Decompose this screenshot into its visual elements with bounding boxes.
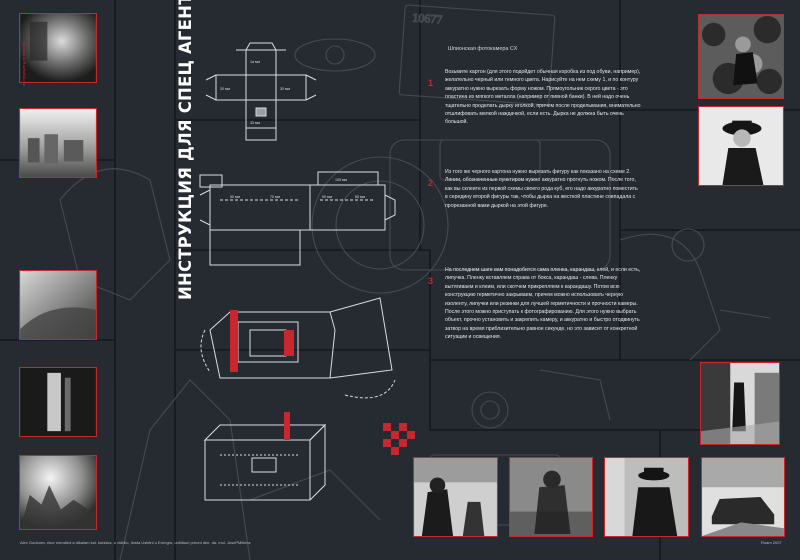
step-3-number: 3 [428,276,434,286]
photo-figure-doorway [700,362,780,445]
poster-title: ИНСТРУКЦИЯ ДЛЯ СПЕЦ АГЕНТОВ [176,0,195,300]
step-2-text: Из того же черного картона нужно вырезат… [445,169,638,209]
year-footer: Roam 2007 [761,540,782,545]
photo-agents-outdoors [413,457,498,537]
photo-blurred-rooftops [19,455,97,530]
photo-agent-on-train [604,457,689,537]
photo-agent-in-hat [698,106,784,186]
step-1-text: Возьмите картон (для этого подойдет обыч… [445,69,641,126]
photo-blurred-portrait [19,13,97,83]
step-2-number: 2 [428,178,434,188]
photo-blurred-street [19,270,97,340]
side-label: инструкция для агентов [21,41,26,86]
step-3-text: На последнем шаге вам понадобится сама п… [445,267,641,341]
svg-text:10677: 10677 [412,10,443,26]
step-1-number: 1 [428,78,434,88]
photo-car-parking [701,457,785,537]
photo-blurred-buildings [19,108,97,178]
section-caption: Шпионская фотокамера СX [448,46,518,52]
photo-agent-in-bushes [698,14,784,99]
photo-blurred-corridor [19,367,97,437]
photo-agent-motion-blur [509,457,593,537]
credits-footer: Alex Gouboev, ekor mendied a dikalam kai… [20,540,251,545]
